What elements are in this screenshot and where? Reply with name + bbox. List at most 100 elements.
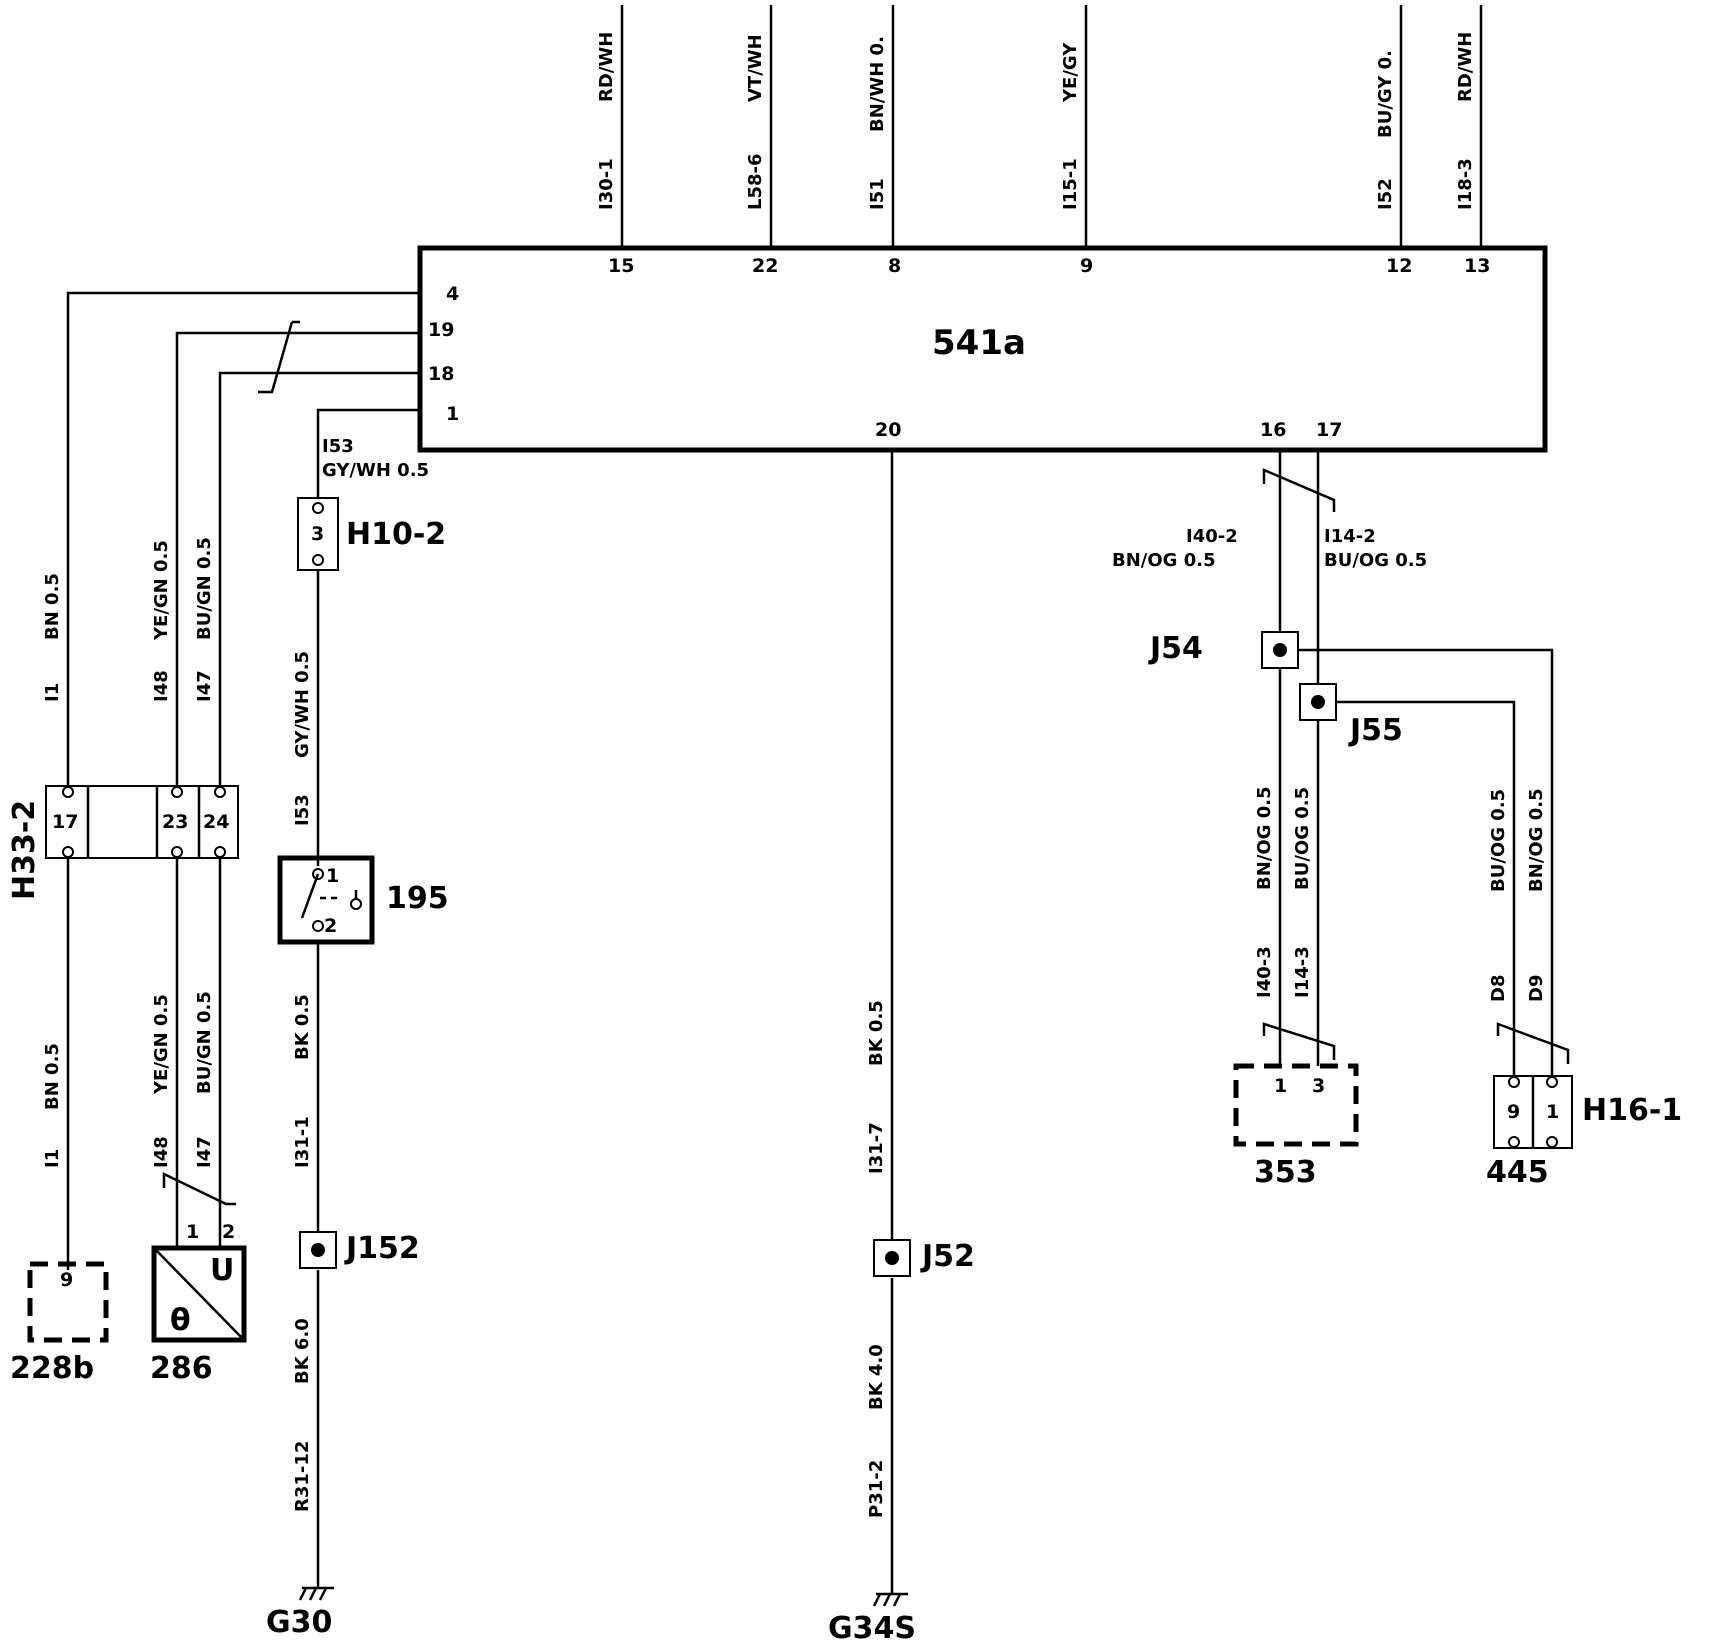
j52-label: J52 <box>920 1239 975 1274</box>
connector-228b: 9 228b <box>10 1261 109 1386</box>
wire-color: BN/OG 0.5 <box>1254 786 1275 890</box>
353-label: 353 <box>1254 1155 1317 1190</box>
wire-id: P31-2 <box>866 1460 887 1518</box>
wire-color: GY/WH 0.5 <box>292 651 313 758</box>
wire-i1-lower: BN 0.5 I1 <box>42 858 70 1270</box>
wire-i40: I40-2 BN/OG 0.5 BN/OG 0.5 I40-3 <box>1112 450 1282 1066</box>
connector-h33-2: 17 23 24 H33-2 <box>7 785 239 900</box>
wire-color: BN 0.5 <box>42 1043 63 1110</box>
sensor-286: 1 2 U θ 286 <box>150 1221 247 1386</box>
wire-id: D9 <box>1526 975 1547 1002</box>
h33-pin-24: 24 <box>203 811 229 833</box>
top-wire-color: RD/WH <box>596 32 617 102</box>
top-wire-id: I15-1 <box>1060 158 1081 210</box>
top-wire-i51: BN/WH 0. I51 8 <box>867 5 901 277</box>
wire-id: R31-12 <box>292 1441 313 1512</box>
wire-id: I53 <box>292 794 313 826</box>
445-label: 445 <box>1486 1155 1549 1190</box>
g30-label: G30 <box>266 1605 332 1640</box>
sensor-label: 286 <box>150 1351 213 1386</box>
wire-id: I47 <box>194 670 215 702</box>
connector-h10-2: 3 H10-2 <box>297 497 446 571</box>
wire-i48-lower: YE/GN 0.5 I48 <box>151 858 179 1248</box>
sensor-u: U <box>210 1253 234 1288</box>
j152-label: J152 <box>344 1231 420 1266</box>
twisted-pair-mark <box>162 1172 236 1206</box>
wire-color: GY/WH 0.5 <box>322 460 429 481</box>
top-wire-id: I30-1 <box>596 158 617 210</box>
wire-color: BN/OG 0.5 <box>1526 788 1547 892</box>
connector-353: 1 3 353 <box>1233 1063 1359 1190</box>
top-wire-i30-1: RD/WH I30-1 15 <box>596 5 634 277</box>
top-wire-color: YE/GY <box>1060 42 1081 103</box>
wire-id: I31-7 <box>866 1122 887 1174</box>
wire-id: I47 <box>194 1136 215 1168</box>
wire-i48: I48 YE/GN 0.5 <box>151 331 420 790</box>
sensor-theta: θ <box>170 1303 191 1338</box>
j55-label: J55 <box>1348 713 1403 748</box>
h16-pin-1: 1 <box>1546 1101 1559 1123</box>
switch-pin-2: 2 <box>324 915 337 937</box>
top-wire-color: BU/GY 0. <box>1375 50 1396 138</box>
top-wire-id: I52 <box>1375 178 1396 210</box>
wire-color: BK 0.5 <box>292 994 313 1060</box>
ecu-pin-4: 4 <box>446 283 459 305</box>
wire-i1: I1 BN 0.5 <box>42 291 420 790</box>
ecu-pin-13: 13 <box>1464 255 1490 277</box>
top-wire-color: BN/WH 0. <box>867 36 888 132</box>
wire-id: I48 <box>151 1136 172 1168</box>
wire-color: BK 0.5 <box>866 1000 887 1066</box>
junction-j152: J152 <box>299 1231 420 1269</box>
353-pin-1: 1 <box>1274 1075 1287 1097</box>
wire-color: BU/GN 0.5 <box>194 991 215 1094</box>
twisted-pair-mark <box>258 321 294 394</box>
wire-pin20-to-ground: BK 0.5 I31-7 BK 4.0 P31-2 <box>866 450 894 1594</box>
wire-id: I1 <box>42 1149 63 1168</box>
switch-label: 195 <box>386 881 449 916</box>
h16-1-label: H16-1 <box>1582 1093 1682 1128</box>
wire-color: YE/GN 0.5 <box>151 994 172 1095</box>
ecu-pin-9: 9 <box>1080 255 1093 277</box>
twisted-pair-mark <box>1496 1022 1570 1064</box>
wire-color: BN 0.5 <box>42 573 63 640</box>
sensor-pin-1: 1 <box>186 1221 199 1243</box>
wire-id: I40-2 <box>1186 526 1238 547</box>
wire-id: D8 <box>1488 975 1509 1002</box>
ground-g34s: G34S <box>828 1592 916 1646</box>
ecu-pin-8: 8 <box>888 255 901 277</box>
top-wire-color: VT/WH <box>745 34 766 102</box>
junction-j52: J52 <box>873 1239 975 1277</box>
wire-id: I31-1 <box>292 1116 313 1168</box>
h33-2-label: H33-2 <box>7 800 42 900</box>
ecu-pin-16: 16 <box>1260 419 1286 441</box>
wire-switch-to-ground: BK 0.5 I31-1 BK 6.0 R31-12 <box>292 942 320 1588</box>
ecu-pin-19: 19 <box>428 319 454 341</box>
wire-id: I14-3 <box>1292 946 1313 998</box>
j54-label: J54 <box>1148 631 1203 666</box>
wire-color: BU/GN 0.5 <box>194 537 215 640</box>
wire-i53: I53 GY/WH 0.5 <box>316 408 429 500</box>
h33-pin-23: 23 <box>162 811 188 833</box>
ecu-pin-22: 22 <box>752 255 778 277</box>
228b-label: 228b <box>10 1351 94 1386</box>
h10-2-label: H10-2 <box>346 517 446 552</box>
junction-j54: J54 <box>1148 631 1299 669</box>
wire-color: BN/OG 0.5 <box>1112 550 1216 571</box>
wire-color: BU/OG 0.5 <box>1488 789 1509 892</box>
wire-color: YE/GN 0.5 <box>151 540 172 641</box>
wire-color: BK 6.0 <box>292 1318 313 1384</box>
ecu-pin-12: 12 <box>1386 255 1412 277</box>
twisted-pair-mark <box>1262 1022 1336 1060</box>
ecu-pin-15: 15 <box>608 255 634 277</box>
ecu-pin-18: 18 <box>428 363 454 385</box>
228b-pin: 9 <box>60 1269 73 1291</box>
connector-h16-1: 9 1 H16-1 445 <box>1486 1075 1682 1190</box>
ecu-541a: 541a 4 19 18 1 20 16 17 <box>417 245 1548 453</box>
top-wire-i18-3: RD/WH I18-3 13 <box>1455 5 1490 277</box>
h16-pin-9: 9 <box>1507 1101 1520 1123</box>
wire-d8: BU/OG 0.5 D8 <box>1336 700 1516 1076</box>
top-wire-id: L58-6 <box>745 153 766 210</box>
top-wire-i15-1: YE/GY I15-1 9 <box>1060 5 1093 277</box>
wire-color: BK 4.0 <box>866 1344 887 1410</box>
